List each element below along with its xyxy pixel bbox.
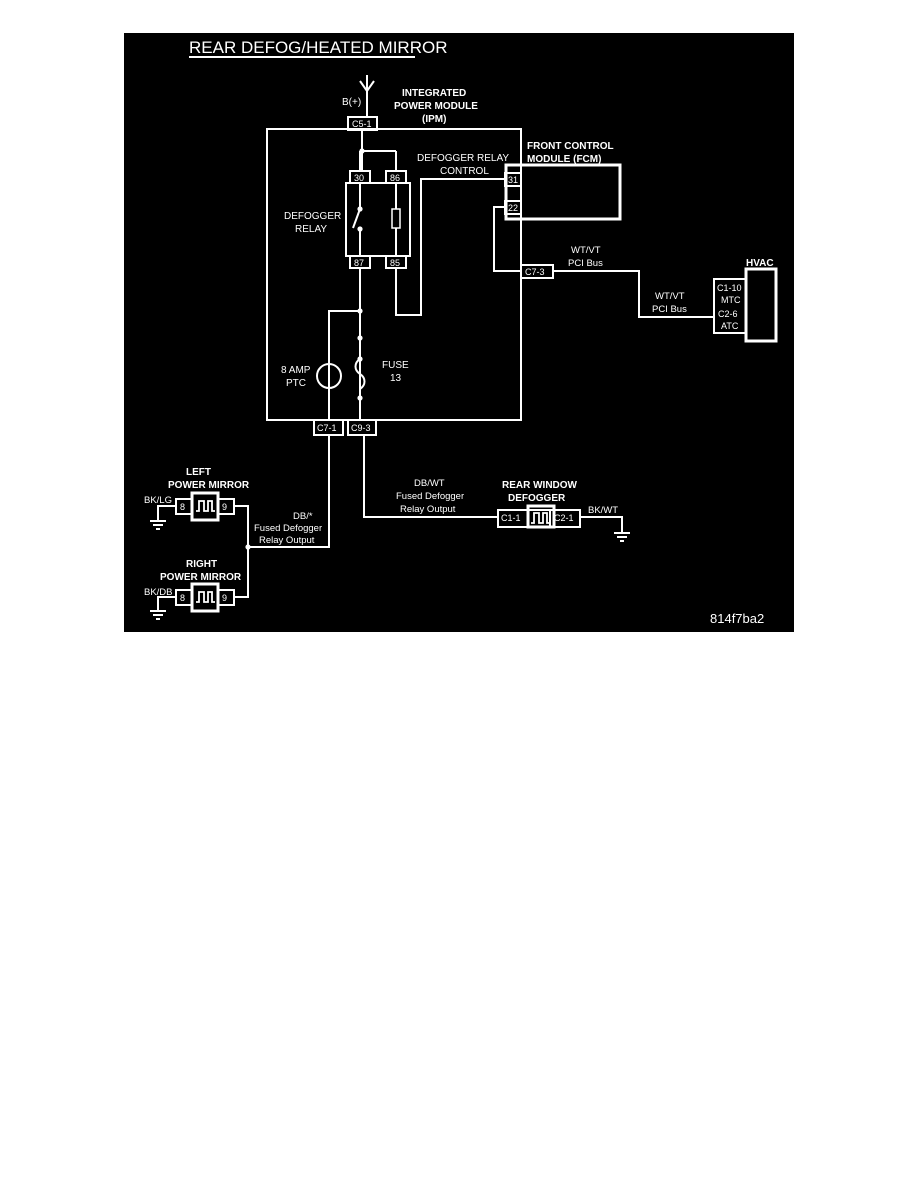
left-mirror-pin-8: 8 [180, 502, 185, 512]
relay-control-label-1: DEFOGGER RELAY [417, 153, 509, 164]
pin-86: 86 [390, 173, 400, 183]
right-mirror-pin-9: 9 [222, 593, 227, 603]
ground-icon [150, 520, 166, 530]
wire-pci-bus-2: PCI Bus [652, 304, 687, 315]
defogger-relay-label-2: RELAY [295, 224, 327, 235]
pin-30: 30 [354, 173, 364, 183]
ground-icon [614, 532, 630, 542]
pin-c5-1: C5-1 [352, 119, 372, 129]
ipm-label-2: POWER MODULE [394, 101, 478, 112]
hvac-box [744, 267, 778, 343]
wiring-diagram: REAR DEFOG/HEATED MIRROR B(+) INTEGRATED… [124, 33, 794, 632]
hvac-pin-1-desc: MTC [721, 295, 741, 305]
pin-31: 31 [508, 175, 518, 185]
fcm-label-1: FRONT CONTROL [527, 141, 614, 152]
right-mirror-label-1: RIGHT [186, 559, 217, 570]
pin-c9-3: C9-3 [351, 423, 371, 433]
wire-db-wt: DB/WT [414, 478, 445, 489]
rear-defogger-label-1: REAR WINDOW [502, 480, 578, 491]
wire-bk-lg: BK/LG [144, 495, 172, 506]
right-mirror-element [190, 582, 220, 613]
battery-label: B(+) [342, 97, 361, 108]
hvac-pin-2-desc: ATC [721, 321, 739, 331]
pin-c7-1: C7-1 [317, 423, 337, 433]
left-mirror-label-1: LEFT [186, 467, 211, 478]
wire-relay-output-2: Relay Output [259, 535, 315, 546]
right-mirror-label-2: POWER MIRROR [160, 572, 242, 583]
ground-icon [150, 610, 166, 620]
left-mirror-label-2: POWER MIRROR [168, 480, 250, 491]
defogger-relay-box [345, 182, 411, 257]
left-mirror-element [190, 491, 220, 522]
pin-c1-1: C1-1 [501, 513, 521, 523]
diagram-title: REAR DEFOG/HEATED MIRROR [189, 38, 447, 57]
fuse-label-1: FUSE [382, 360, 409, 371]
fuse-symbol [354, 358, 366, 390]
figure-id: 814f7ba2 [710, 611, 764, 626]
ipm-label-3: (IPM) [422, 114, 446, 125]
wire-relay-output-1: Relay Output [400, 504, 456, 515]
wire-wt-vt-1: WT/VT [571, 245, 601, 256]
ptc-symbol [316, 363, 342, 389]
fcm-box [504, 163, 622, 221]
wire-pci-bus-1: PCI Bus [568, 258, 603, 269]
hvac-pin-1: C1-10 [717, 283, 742, 293]
wire-bk-db: BK/DB [144, 587, 173, 598]
wire-fused-defogger-2: Fused Defogger [254, 523, 322, 534]
pin-c9-3-box [347, 419, 377, 436]
hvac-label: HVAC [746, 258, 774, 269]
relay-coil [391, 183, 401, 256]
wire-db-mirror: DB/* [293, 511, 313, 522]
left-mirror-pin-9: 9 [222, 502, 227, 512]
battery-symbol [359, 75, 375, 117]
ptc-label-1: 8 AMP [281, 365, 311, 376]
fcm-label-2: MODULE (FCM) [527, 154, 601, 165]
splice-dots [245, 148, 365, 550]
defogger-relay-label-1: DEFOGGER [284, 211, 341, 222]
rear-defogger-label-2: DEFOGGER [508, 493, 566, 504]
hvac-connector [713, 278, 747, 334]
hvac-pin-2: C2-6 [718, 309, 738, 319]
relay-contacts [352, 183, 361, 256]
rear-defogger-element [526, 504, 556, 529]
right-mirror-pin-8: 8 [180, 593, 185, 603]
relay-control-label-2: CONTROL [440, 166, 489, 177]
ipm-label-1: INTEGRATED [402, 88, 466, 99]
pin-c2-1: C2-1 [554, 513, 574, 523]
wire-fused-defogger-1: Fused Defogger [396, 491, 464, 502]
fuse-label-2: 13 [390, 373, 402, 384]
wire-wt-vt-2: WT/VT [655, 291, 685, 302]
ptc-label-2: PTC [286, 378, 306, 389]
pin-c2-1-box [549, 509, 581, 528]
pin-87: 87 [354, 258, 364, 268]
pin-85: 85 [390, 258, 400, 268]
pin-c7-3: C7-3 [525, 267, 545, 277]
wire-bk-wt: BK/WT [588, 505, 618, 516]
pin-22: 22 [508, 203, 518, 213]
